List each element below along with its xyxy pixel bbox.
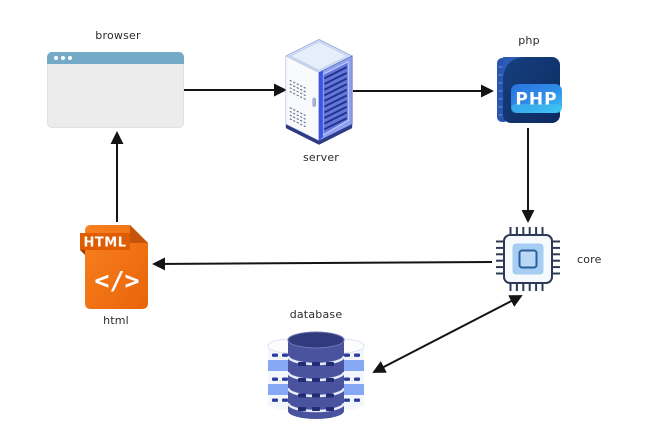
php-file-icon: PHP: [497, 57, 562, 123]
php-label: php: [518, 34, 540, 47]
core-label: core: [577, 253, 602, 266]
window-dot-icon: [68, 56, 72, 60]
database-icon: [267, 331, 365, 419]
html-file-icon: HTML </>: [80, 225, 148, 309]
database-label: database: [289, 308, 343, 321]
window-dot-icon: [61, 56, 65, 60]
server-label: server: [302, 151, 340, 164]
window-dot-icon: [54, 56, 58, 60]
html-label: html: [103, 314, 129, 327]
browser-label: browser: [95, 29, 141, 42]
php-badge-text: PHP: [515, 90, 557, 110]
arrow-core-to-html: [152, 257, 493, 271]
code-brackets-icon: </>: [94, 266, 139, 295]
arrow-core-database-bidirectional: [372, 295, 523, 373]
browser-icon: [47, 52, 184, 128]
browser-titlebar: [47, 52, 184, 64]
html-badge-text: HTML: [84, 236, 127, 251]
core-cpu-icon: [496, 227, 560, 291]
server-icon: [284, 38, 354, 145]
